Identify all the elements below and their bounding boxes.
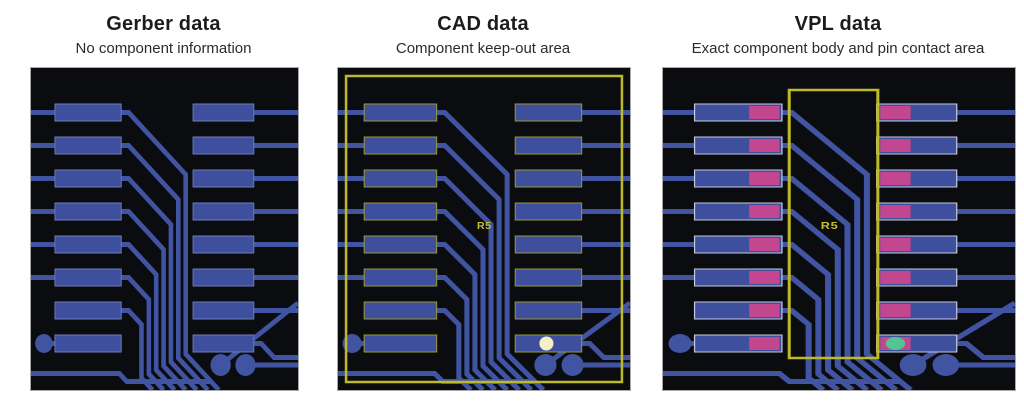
panel-subtitle: Component keep-out area [395,40,571,57]
panel-subtitle: Exact component body and pin contact are… [691,40,985,57]
panel-cad: CAD data Component keep-out area R5 [337,8,631,391]
panel-title: CAD data [437,13,529,35]
pcb-image-vpl: R5 [662,67,1016,391]
panel-subtitle: No component information [75,40,252,57]
panel-gerber: Gerber data No component information [30,8,299,391]
panel-title: Gerber data [106,13,221,35]
panel-vpl: VPL data Exact component body and pin co… [662,8,1016,391]
refdes-label: R5 [477,220,492,232]
panel-title: VPL data [794,13,882,35]
refdes-label: R5 [821,220,838,232]
pcb-image-cad: R5 [337,67,631,391]
pcb-image-gerber [30,67,299,391]
